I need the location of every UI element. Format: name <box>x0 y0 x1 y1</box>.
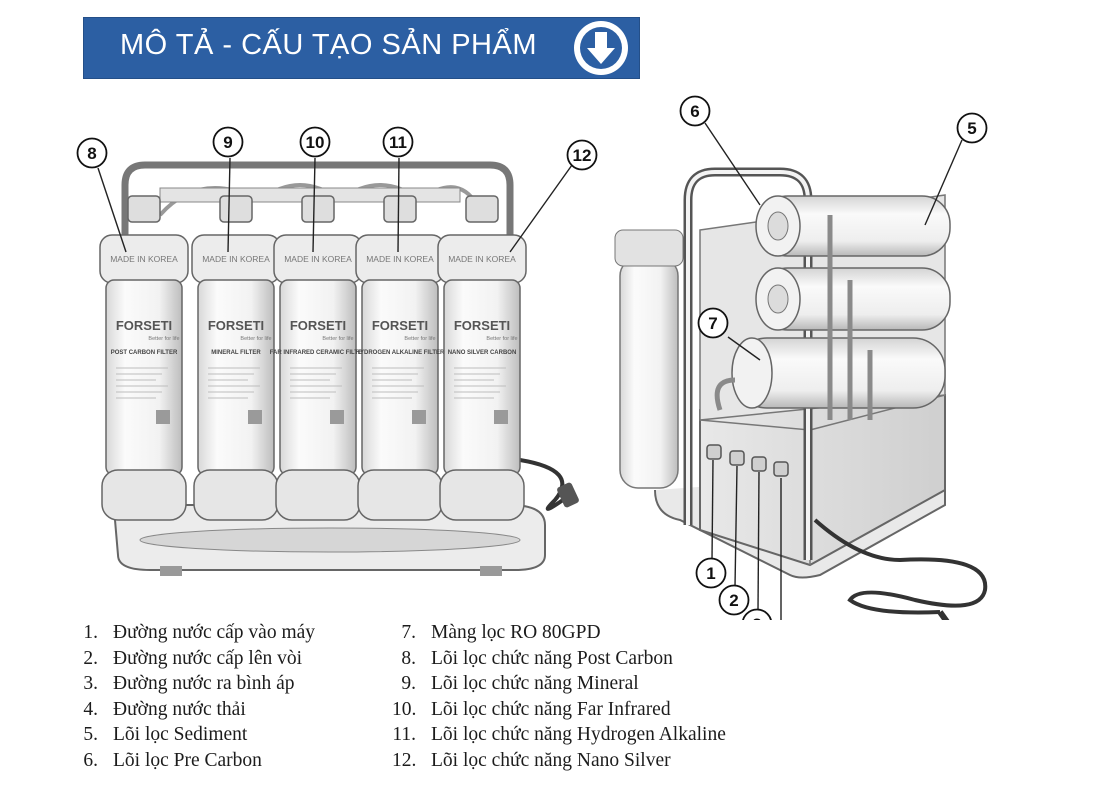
filter-cartridges: MADE IN KOREA FORSETI Better for lifePOST … <box>99 195 527 521</box>
callout-number: 11 <box>389 133 407 152</box>
brand-label: FORSETI <box>116 318 172 333</box>
made-in-label: MADE IN KOREA <box>284 254 352 264</box>
product-illustration: MADE IN KOREA FORSETI Better for lifePOST … <box>76 95 988 620</box>
legend-item: 1.Đường nước cấp vào máy <box>83 622 316 643</box>
filter-name-label: MINERAL FILTER <box>211 350 261 356</box>
legend-item: 9.Lõi lọc chức năng Mineral <box>401 673 639 694</box>
callout-marker: 6 <box>679 95 711 127</box>
callout-marker: 7 <box>697 307 729 339</box>
callout-marker: 8 <box>76 137 108 169</box>
brand-label: FORSETI <box>372 318 428 333</box>
made-in-label: MADE IN KOREA <box>202 254 270 264</box>
brand-label: FORSETI <box>290 318 346 333</box>
callout-number: 1 <box>706 564 715 583</box>
page-title: MÔ TẢ - CẤU TẠO SẢN PHẨM <box>120 29 537 61</box>
callout-number: 2 <box>729 591 738 610</box>
callout-marker: 3 <box>742 608 772 620</box>
legend-right: 7.Màng lọc RO 80GPD 8.Lõi lọc chức năng … <box>392 620 726 773</box>
filter-cartridge: MADE IN KOREA FORSETI Better for lifeHYDRO… <box>355 195 445 521</box>
callout-marker: 9 <box>212 126 244 158</box>
callout-number: 10 <box>306 133 325 152</box>
legend-item: 6.Lõi lọc Pre Carbon <box>83 749 262 771</box>
filter-cartridge: MADE IN KOREA FORSETI Better for lifePOST … <box>99 195 189 521</box>
tagline-label: Better for life <box>240 336 271 342</box>
title-banner: MÔ TẢ - CẤU TẠO SẢN PHẨM <box>83 17 640 79</box>
callout-marker: 12 <box>566 139 598 171</box>
arrow-down-circle-icon <box>574 21 628 75</box>
filter-name-label: FAR INFRARED CERAMIC FILTER <box>270 350 367 356</box>
legend-item: 2.Đường nước cấp lên vòi <box>83 647 303 669</box>
tagline-label: Better for life <box>148 336 179 342</box>
callout-number: 6 <box>690 102 699 121</box>
tagline-label: Better for life <box>322 336 353 342</box>
callout-marker: 11 <box>382 126 414 158</box>
callout-marker: 5 <box>956 112 988 144</box>
legend-item: 8.Lõi lọc chức năng Post Carbon <box>401 647 673 669</box>
tagline-label: Better for life <box>486 336 517 342</box>
legend-left: 1.Đường nước cấp vào máy 2.Đường nước cấ… <box>74 620 315 773</box>
callout-marker: 10 <box>299 126 331 158</box>
made-in-label: MADE IN KOREA <box>366 254 434 264</box>
callout-number: 5 <box>967 119 976 138</box>
legend-item: 5.Lõi lọc Sediment <box>83 724 248 745</box>
made-in-label: MADE IN KOREA <box>110 254 178 264</box>
callout-markers: 891011126571234 <box>76 95 988 620</box>
filter-name-label: NANO SILVER CARBON <box>448 350 517 356</box>
callout-marker: 2 <box>718 584 750 616</box>
made-in-label: MADE IN KOREA <box>448 254 516 264</box>
callout-number: 7 <box>708 314 717 333</box>
brand-label: FORSETI <box>208 318 264 333</box>
callout-number: 8 <box>87 144 96 163</box>
side-view <box>614 167 988 620</box>
callout-number: 12 <box>573 146 592 165</box>
filter-name-label: HYDROGEN ALKALINE FILTER <box>356 350 445 356</box>
legend-item: 10.Lõi lọc chức năng Far Infrared <box>392 698 671 720</box>
callout-number: 3 <box>752 615 761 620</box>
callout-marker: 1 <box>695 557 727 589</box>
filter-cartridge: MADE IN KOREA FORSETI Better for lifeNANO … <box>437 195 527 521</box>
legend-item: 11.Lõi lọc chức năng Hydrogen Alkaline <box>392 724 726 745</box>
brand-label: FORSETI <box>454 318 510 333</box>
callout-lines <box>97 122 963 620</box>
tagline-label: Better for life <box>404 336 435 342</box>
legend-item: 7.Màng lọc RO 80GPD <box>401 622 601 643</box>
legend-item: 4.Đường nước thải <box>83 698 246 720</box>
legend-item: 3.Đường nước ra bình áp <box>83 673 295 694</box>
callout-number: 9 <box>223 133 232 152</box>
filter-cartridge: MADE IN KOREA FORSETI Better for lifeMINER… <box>191 195 281 521</box>
filter-name-label: POST CARBON FILTER <box>111 350 178 356</box>
legend-item: 12.Lõi lọc chức năng Nano Silver <box>392 749 671 771</box>
